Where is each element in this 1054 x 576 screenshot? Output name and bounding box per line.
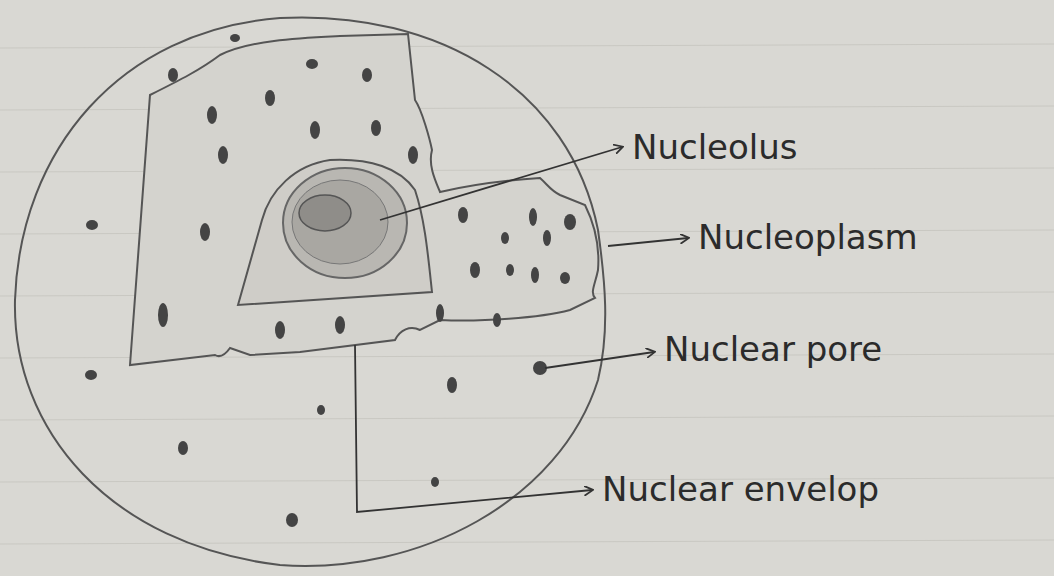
part-label: Nuclear envelop xyxy=(600,471,881,508)
part-label: Nucleoplasm xyxy=(696,219,920,256)
nucleolus xyxy=(283,168,407,278)
nucleolus-core xyxy=(299,195,351,231)
inner-face xyxy=(238,160,432,305)
chromatin-dots xyxy=(85,34,576,527)
nucleolus-inner xyxy=(292,180,388,264)
part-label: Nuclear pore xyxy=(662,331,884,368)
leader-lines xyxy=(355,147,688,512)
part-label: Nucleolus xyxy=(630,129,800,166)
cutaway-section xyxy=(130,34,598,365)
nuclear-envelope-outline xyxy=(15,17,605,565)
